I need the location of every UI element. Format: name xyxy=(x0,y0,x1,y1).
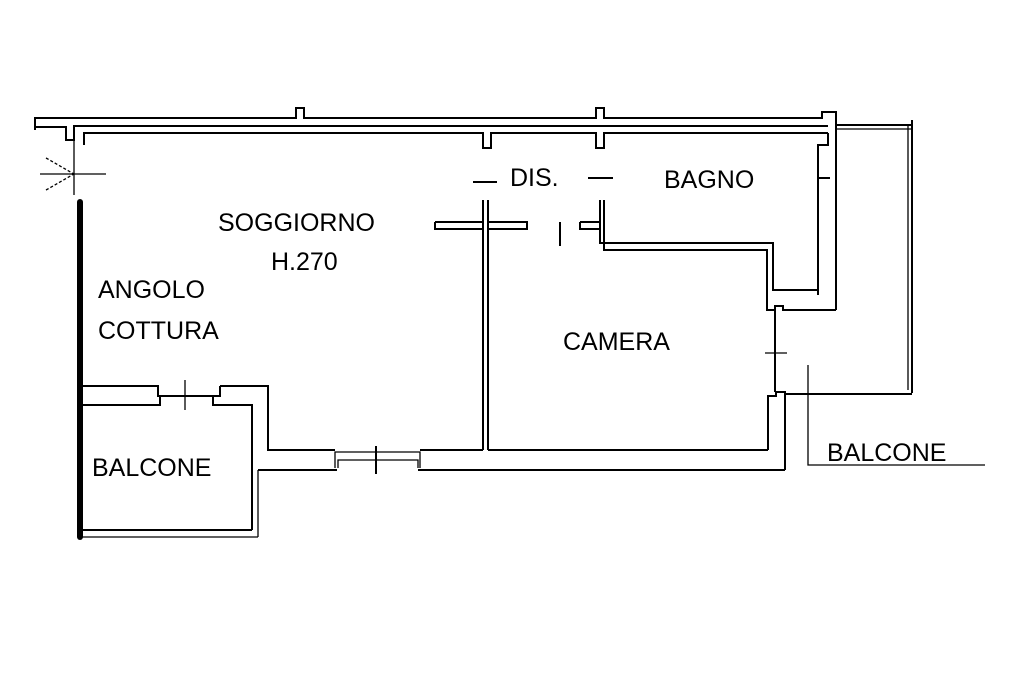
room-labels: SOGGIORNO H.270 ANGOLO COTTURA DIS. BAGN… xyxy=(92,164,946,482)
label-camera: CAMERA xyxy=(563,328,670,356)
label-balcone-right: BALCONE xyxy=(827,439,946,467)
label-balcone-left: BALCONE xyxy=(92,454,211,482)
label-angolo: ANGOLO xyxy=(98,276,205,304)
walls xyxy=(34,107,985,540)
label-soggiorno: SOGGIORNO xyxy=(218,209,375,237)
north-compass-icon xyxy=(40,140,106,195)
label-cottura: COTTURA xyxy=(98,317,219,345)
label-height: H.270 xyxy=(271,248,338,276)
label-dis: DIS. xyxy=(510,164,559,192)
label-bagno: BAGNO xyxy=(664,166,754,194)
